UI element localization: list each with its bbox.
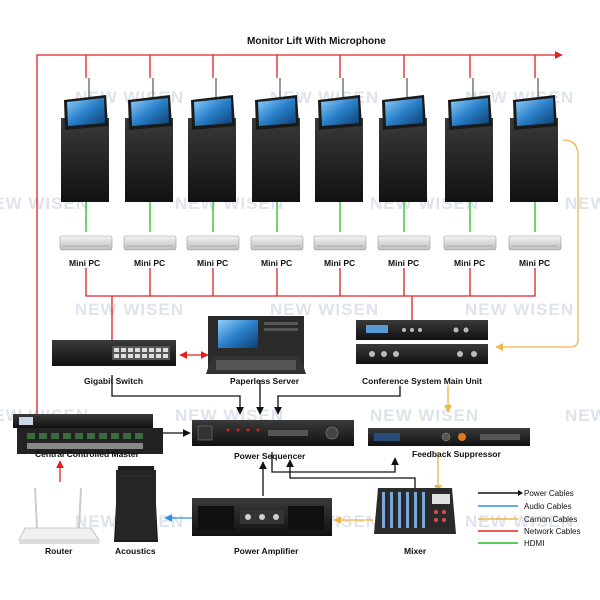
monitor-screen xyxy=(516,98,554,126)
feedback-suppressor-label: Feedback Suppressor xyxy=(412,449,501,459)
mini-pc-label: Mini PC xyxy=(519,258,551,268)
monitor-lift xyxy=(510,78,558,202)
monitor-lift xyxy=(252,78,300,202)
lift-cabinet xyxy=(188,118,236,202)
acoustics-device xyxy=(114,466,158,542)
central-master-device xyxy=(13,414,163,454)
paperless-server-label: Paperless Server xyxy=(230,376,299,386)
power-sequencer-device xyxy=(192,420,354,446)
legend xyxy=(478,490,523,544)
monitor-screen xyxy=(451,98,489,126)
mixer-device xyxy=(374,488,456,534)
monitor-lift xyxy=(61,78,109,202)
cannon-cables xyxy=(333,139,579,524)
mixer-label: Mixer xyxy=(404,546,427,556)
monitor-screen xyxy=(258,98,296,126)
lift-cabinet xyxy=(61,118,109,202)
diagram-title: Monitor Lift With Microphone xyxy=(247,36,386,47)
lift-cabinet xyxy=(125,118,173,202)
monitor-lift-row xyxy=(61,78,558,202)
watermark: NEW WISEN xyxy=(75,300,185,319)
monitor-screen xyxy=(321,98,359,126)
mini-pc-label: Mini PC xyxy=(324,258,356,268)
legend-label: Network Cables xyxy=(524,527,581,536)
mini-pc-box xyxy=(123,235,177,251)
mini-pc-box xyxy=(377,235,431,251)
mini-pc-row xyxy=(59,235,562,251)
mini-pc-box xyxy=(508,235,562,251)
watermark: NEW WISEN xyxy=(270,300,380,319)
watermark: NEW WISEN xyxy=(465,300,575,319)
router-device xyxy=(18,487,100,544)
monitor-lift xyxy=(445,78,493,202)
legend-label: HDMI xyxy=(524,539,545,548)
legend-arrow-icon xyxy=(518,490,523,496)
power-amplifier-label: Power Amplifier xyxy=(234,546,299,556)
monitor-lift xyxy=(315,78,363,202)
mini-pc-box xyxy=(59,235,113,251)
lift-cabinet xyxy=(252,118,300,202)
feedback-suppressor-device xyxy=(368,428,530,446)
legend-label: Carnon Cables xyxy=(524,515,578,524)
watermark: NEW WISEN xyxy=(565,406,600,425)
mini-pc-box xyxy=(443,235,497,251)
monitor-lift xyxy=(125,78,173,202)
mini-pc-box xyxy=(313,235,367,251)
power-amplifier-device xyxy=(192,498,332,536)
mini-pc-label: Mini PC xyxy=(454,258,486,268)
hdmi-cables xyxy=(85,202,536,232)
lift-cabinet xyxy=(510,118,558,202)
lift-cabinet xyxy=(379,118,427,202)
lift-cabinet xyxy=(315,118,363,202)
mini-pc-label: Mini PC xyxy=(69,258,101,268)
lift-cabinet xyxy=(445,118,493,202)
monitor-screen xyxy=(385,98,423,126)
monitor-screen xyxy=(194,98,232,126)
watermark: NEW WISEN xyxy=(465,512,575,531)
central-master-label: Central Controlled Master xyxy=(35,449,139,459)
acoustics-label: Acoustics xyxy=(115,546,156,556)
mini-pc-label: Mini PC xyxy=(197,258,229,268)
router-label: Router xyxy=(45,546,73,556)
monitor-lift xyxy=(379,78,427,202)
monitor-screen xyxy=(67,98,105,126)
monitor-lift xyxy=(188,78,236,202)
legend-label: Audio Cables xyxy=(524,502,572,511)
mini-pc-box xyxy=(186,235,240,251)
power-sequencer-label: Power Sequencer xyxy=(234,451,306,461)
paperless-server-device xyxy=(206,316,306,374)
network-cables xyxy=(36,51,563,482)
mini-pc-box xyxy=(250,235,304,251)
power-cables xyxy=(111,375,416,496)
mini-pc-label: Mini PC xyxy=(261,258,293,268)
conference-main-unit-label: Conference System Main Unit xyxy=(362,376,482,386)
watermark: NEW WISEN xyxy=(565,194,600,213)
conference-main-unit-device xyxy=(356,320,488,364)
gigabit-switch-label: Gigabit Switch xyxy=(84,376,144,386)
gigabit-switch-device xyxy=(52,340,176,366)
monitor-screen xyxy=(131,98,169,126)
mini-pc-label: Mini PC xyxy=(134,258,166,268)
legend-label: Power Cables xyxy=(524,489,574,498)
mini-pc-label: Mini PC xyxy=(388,258,420,268)
